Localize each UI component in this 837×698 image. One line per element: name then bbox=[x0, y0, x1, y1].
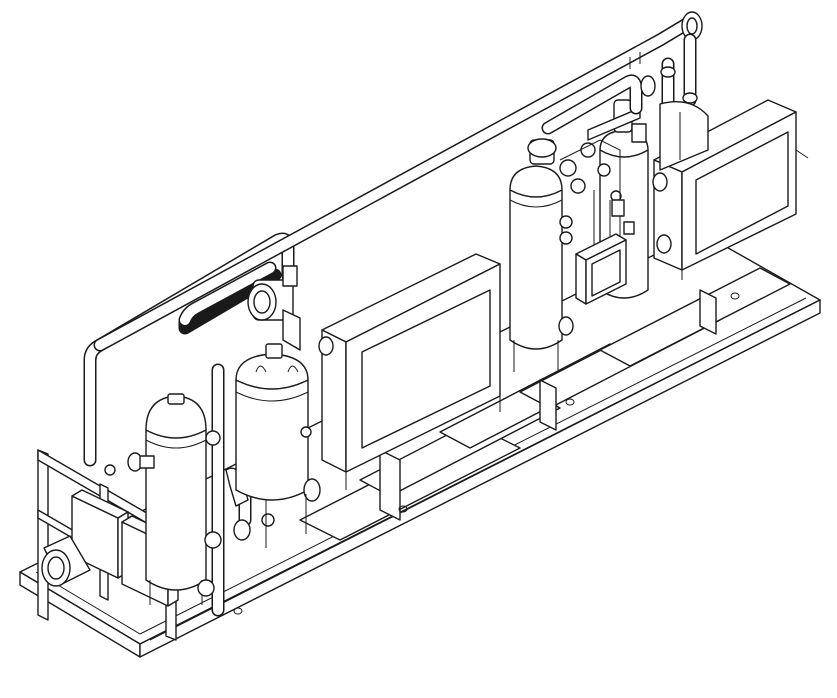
overhead-manifold-pipe bbox=[83, 11, 703, 467]
skid-cross-beams bbox=[299, 267, 791, 541]
rear-right-shell bbox=[659, 101, 709, 171]
inlet-nozzle bbox=[41, 535, 91, 587]
left-strainer-housing bbox=[247, 265, 301, 351]
right-vertical-vessel bbox=[509, 165, 574, 372]
skid-bolt-holes bbox=[233, 292, 740, 615]
center-control-panel bbox=[318, 253, 501, 490]
small-control-box bbox=[575, 233, 627, 305]
middle-receiver-vessel bbox=[235, 343, 321, 548]
